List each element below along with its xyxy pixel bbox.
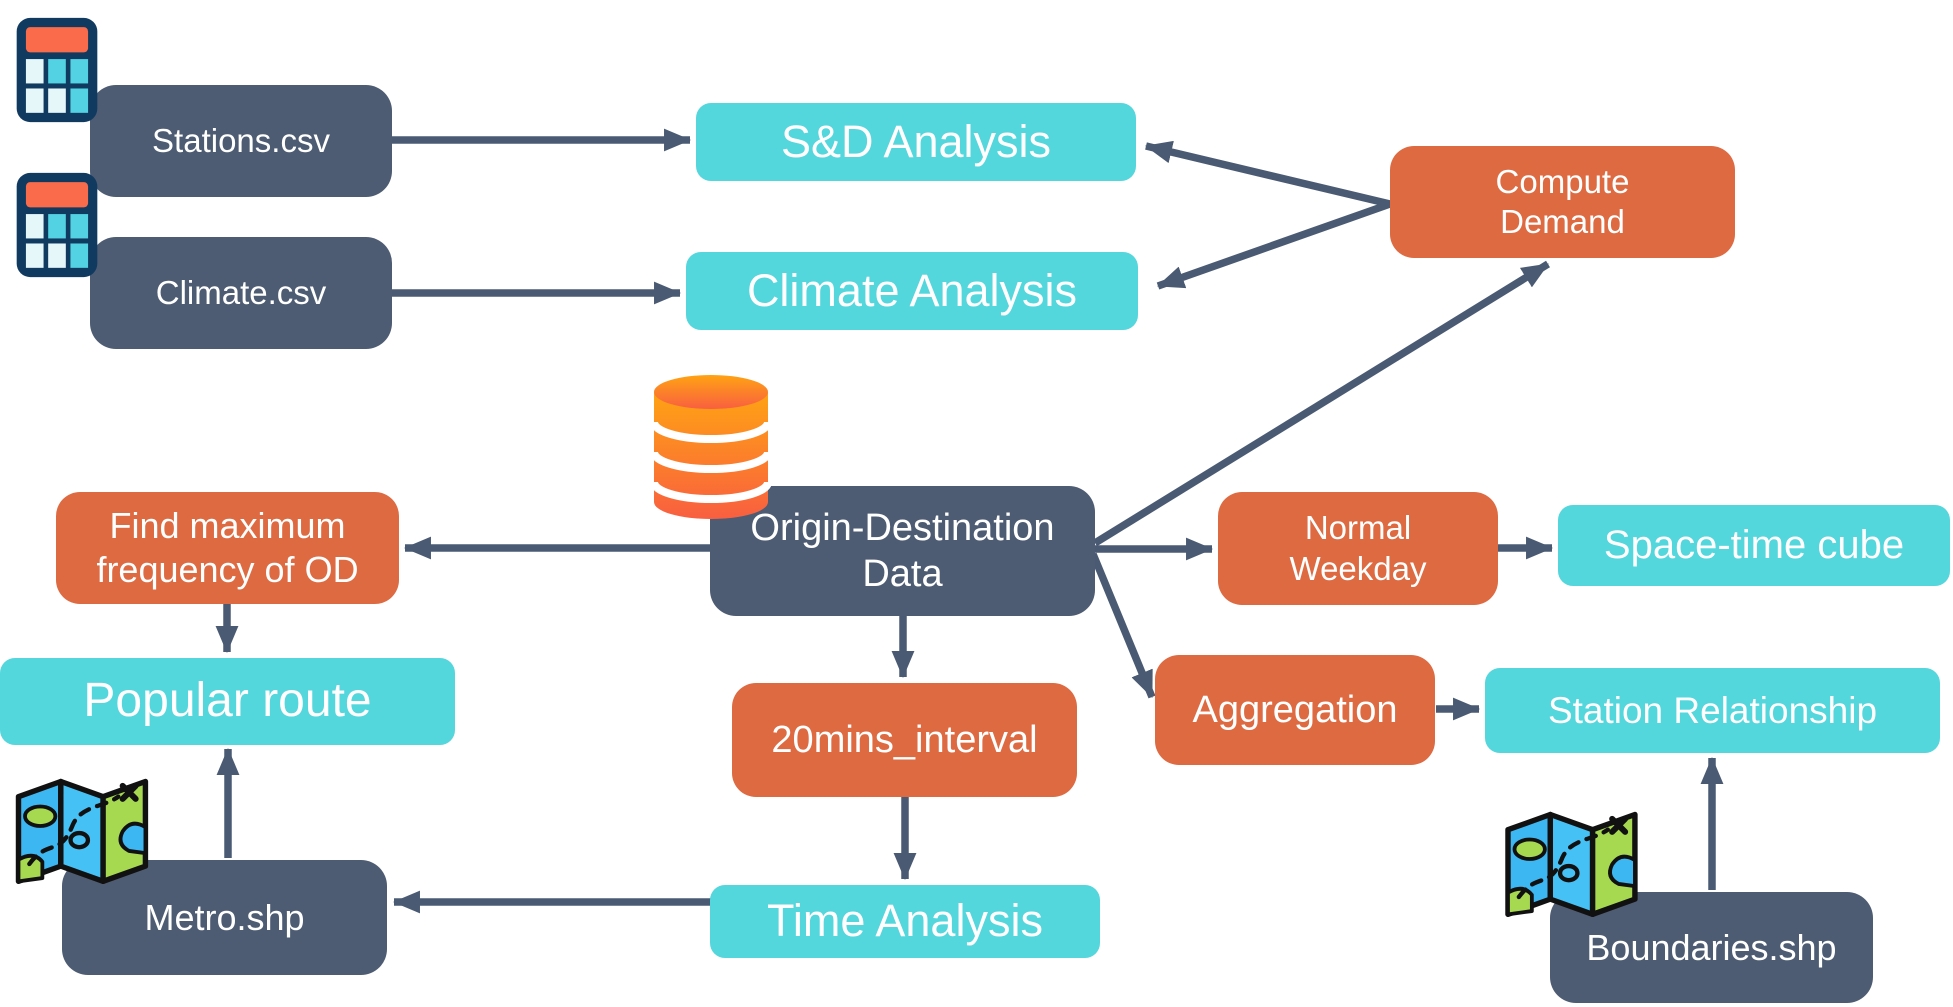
node-label: Normal Weekday (1289, 509, 1427, 587)
node-station-relationship: Station Relationship (1485, 668, 1940, 753)
database-icon (651, 375, 771, 519)
arrow-compute-demand-to-climate-analysis (1156, 200, 1392, 290)
node-normal-weekday: Normal Weekday (1218, 492, 1498, 605)
node-sd-analysis: S&D Analysis (696, 103, 1136, 181)
node-label: Climate.csv (155, 273, 327, 311)
node-space-time-cube: Space-time cube (1558, 505, 1950, 586)
node-climate-csv: Climate.csv (90, 237, 392, 349)
node-label: S&D Analysis (780, 115, 1052, 167)
node-label: 20mins_interval (771, 718, 1038, 761)
map-icon (1505, 811, 1638, 918)
arrow-compute-demand-to-sd-analysis (1144, 140, 1391, 208)
node-origin-destination-data: Origin-Destination Data (710, 486, 1095, 616)
map-icon (15, 778, 149, 885)
node-time-analysis: Time Analysis (710, 885, 1100, 958)
node-aggregation: Aggregation (1155, 655, 1435, 765)
node-label: Metro.shp (144, 896, 305, 938)
node-find-max-frequency: Find maximum frequency of OD (56, 492, 399, 604)
node-label: Compute Demand (1495, 162, 1630, 240)
arrow-od-data-to-compute-demand (1093, 260, 1550, 547)
node-compute-demand: Compute Demand (1390, 146, 1735, 258)
arrow-od-data-to-aggregation (1089, 552, 1156, 699)
node-label: Space-time cube (1603, 523, 1905, 568)
node-label: Popular route (83, 674, 372, 728)
table-icon (16, 17, 98, 123)
node-label: Station Relationship (1547, 689, 1878, 731)
node-stations-csv: Stations.csv (90, 85, 392, 197)
node-climate-analysis: Climate Analysis (686, 252, 1138, 330)
node-20mins-interval: 20mins_interval (732, 683, 1077, 797)
node-label: Stations.csv (152, 121, 330, 159)
node-label: Origin-Destination Data (750, 506, 1055, 595)
table-icon (16, 172, 98, 278)
node-label: Time Analysis (767, 895, 1043, 947)
node-label: Boundaries.shp (1586, 926, 1837, 968)
node-popular-route: Popular route (0, 658, 455, 745)
node-label: Find maximum frequency of OD (96, 505, 359, 590)
node-label: Aggregation (1192, 688, 1398, 731)
node-label: Climate Analysis (746, 264, 1078, 316)
